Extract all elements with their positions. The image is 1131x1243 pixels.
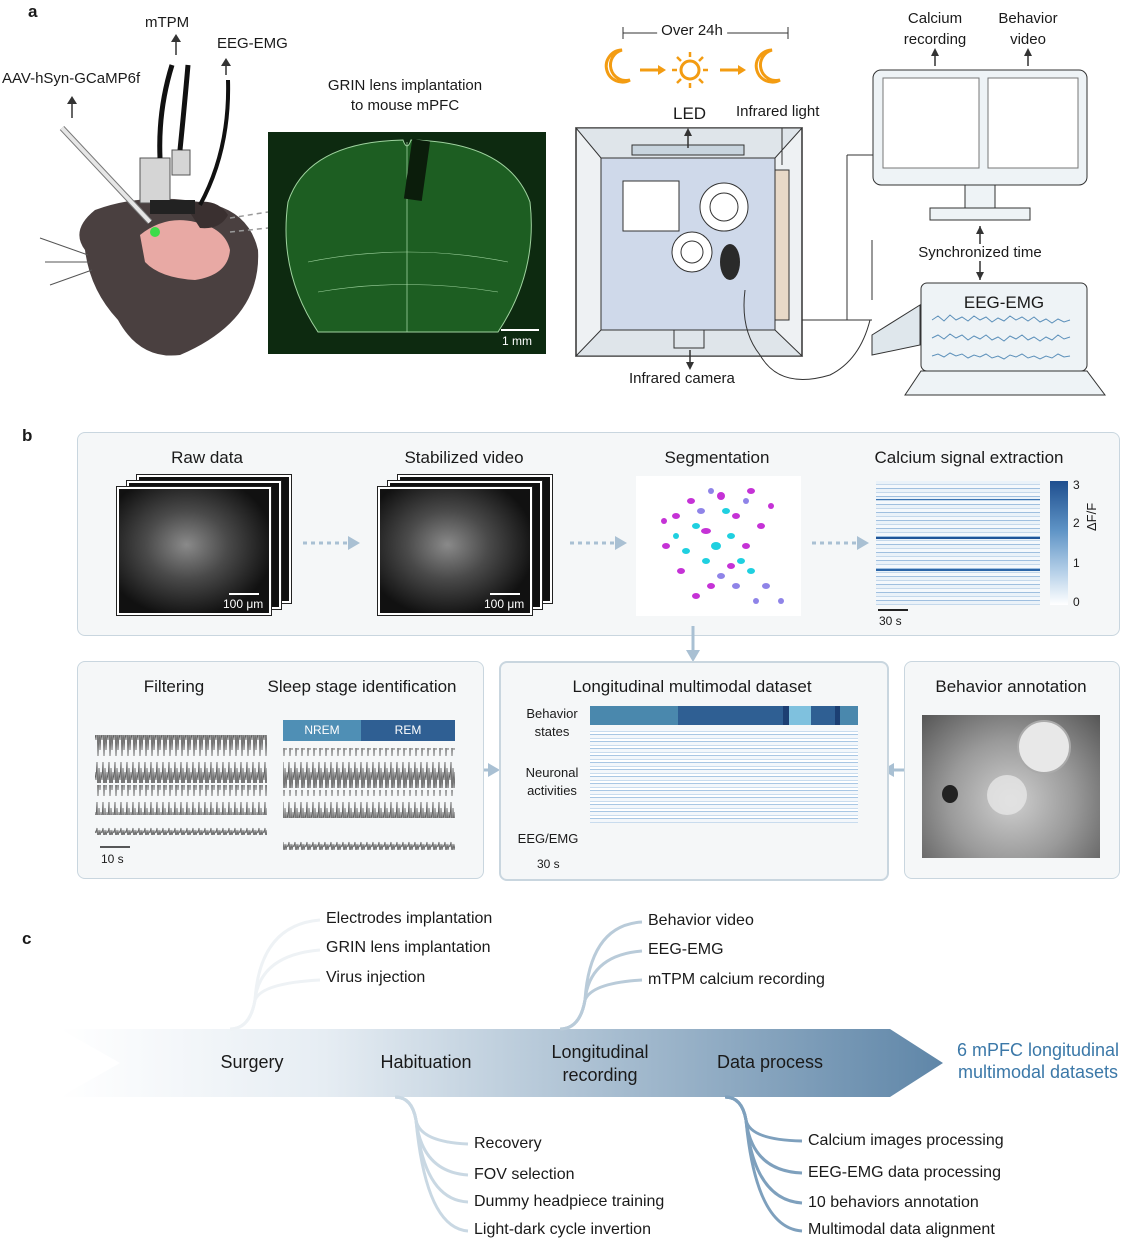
calcium-recording-line2: recording (903, 31, 967, 48)
stage-habituation: Habituation (380, 1052, 472, 1072)
heatmap-dark-line-2 (876, 569, 1040, 571)
dataset-scale-label: 30 s (537, 857, 560, 871)
neuronal-line1: Neuronal (525, 765, 579, 780)
recording-item-behavior-video: Behavior video (648, 912, 754, 929)
filtering-scale-label: 10 s (101, 852, 124, 866)
surgery-item-grin: GRIN lens implantation (326, 939, 491, 956)
behavior-states-bar (590, 706, 858, 725)
rem-bar: REM (361, 720, 455, 741)
neuronal-line2: activities (527, 783, 577, 798)
state-segment-3 (789, 706, 811, 725)
state-segment-4 (811, 706, 835, 725)
frame-dome (987, 775, 1027, 815)
extraction-title: Calcium signal extraction (874, 448, 1064, 467)
process-item-behaviors: 10 behaviors annotation (808, 1194, 979, 1211)
habituation-item-light-dark: Light-dark cycle invertion (474, 1221, 651, 1238)
habituation-item-fov: FOV selection (474, 1166, 575, 1183)
segmentation-blobs (661, 488, 784, 604)
behavior-states-line1: Behavior (526, 706, 578, 721)
result-line1: 6 mPFC longitudinal (956, 1040, 1120, 1060)
state-segment-1 (678, 706, 783, 725)
over-24h-label: Over 24h (657, 22, 727, 39)
behavior-states-line2: states (534, 724, 570, 739)
neuronal-heatmap (590, 728, 858, 823)
nrem-bar: NREM (283, 720, 361, 741)
state-segment-5 (835, 706, 840, 725)
stab-scale-bar (490, 593, 520, 595)
recording-item-mtpm: mTPM calcium recording (648, 971, 825, 988)
infrared-light-label: Infrared light (736, 103, 820, 120)
calcium-recording-line1: Calcium (907, 10, 963, 27)
colorbar-tick-2: 2 (1073, 516, 1080, 530)
stab-frame-front: 100 μm (378, 487, 532, 615)
heatmap-dark-line-3 (876, 499, 1040, 500)
synchronized-time-label: Synchronized time (915, 244, 1045, 261)
brain-slice-drawing (285, 139, 532, 333)
recording-item-eeg-emg: EEG-EMG (648, 941, 724, 958)
raw-frame-front: 100 μm (117, 487, 271, 615)
extraction-scale-bar (878, 609, 908, 611)
stage-longitudinal-line2: recording (562, 1065, 638, 1085)
grin-title-line1: GRIN lens implantation (327, 77, 483, 94)
habituation-item-dummy: Dummy headpiece training (474, 1193, 665, 1210)
panel-c-letter: c (22, 929, 32, 948)
panel-a-letter: a (28, 2, 38, 21)
colorbar-tick-1: 1 (1073, 556, 1080, 570)
state-segment-2 (783, 706, 789, 725)
stage-data-process: Data process (716, 1052, 824, 1072)
frame-mouse (942, 785, 958, 803)
raw-scale-label: 100 μm (223, 597, 264, 611)
stage-surgery: Surgery (220, 1052, 284, 1072)
heatmap-dark-line-1 (876, 537, 1040, 539)
scale-bar-1mm-label: 1 mm (502, 334, 532, 348)
sleep-stage-title: Sleep stage identification (267, 677, 457, 696)
behavior-video-line1: Behavior (998, 10, 1058, 27)
process-item-eeg-emg: EEG-EMG data processing (808, 1164, 1001, 1181)
stab-scale-label: 100 μm (484, 597, 525, 611)
mtpm-label: mTPM (145, 14, 190, 31)
behavior-annotation-title: Behavior annotation (935, 677, 1087, 696)
result-line2: multimodal datasets (957, 1062, 1119, 1082)
infrared-camera-label: Infrared camera (629, 370, 735, 387)
stage-longitudinal-line1: Longitudinal (551, 1042, 649, 1062)
raw-scale-bar (229, 593, 259, 595)
behavior-video-frame (922, 715, 1100, 858)
colorbar (1050, 481, 1068, 605)
process-item-alignment: Multimodal data alignment (808, 1221, 995, 1238)
colorbar-tick-3: 3 (1073, 478, 1080, 492)
surgery-item-electrodes: Electrodes implantation (326, 910, 493, 927)
eeg-emg-label: EEG-EMG (217, 35, 288, 52)
raw-data-title: Raw data (171, 448, 243, 467)
process-item-calcium: Calcium images processing (808, 1132, 1004, 1149)
panel-b-letter: b (22, 426, 33, 445)
habituation-item-recovery: Recovery (474, 1135, 542, 1152)
behavior-video-line2: video (1010, 31, 1046, 48)
led-label: LED (673, 104, 707, 123)
aav-label: AAV-hSyn-GCaMP6f (2, 70, 141, 87)
colorbar-tick-0: 0 (1073, 595, 1080, 609)
calcium-heatmap (876, 481, 1040, 605)
segmentation-title: Segmentation (664, 448, 770, 467)
segmentation-image (636, 476, 801, 616)
grin-title-line2: to mouse mPFC (350, 97, 460, 114)
surgery-item-virus: Virus injection (326, 969, 426, 986)
eeg-emg-screen-label: EEG-EMG (963, 293, 1045, 312)
frame-dish (1017, 720, 1071, 774)
stabilized-title: Stabilized video (404, 448, 524, 467)
brain-slice-image: 1 mm (268, 132, 546, 354)
scale-bar-1mm (501, 329, 539, 331)
dataset-title: Longitudinal multimodal dataset (572, 677, 812, 696)
filtering-title: Filtering (143, 677, 205, 696)
eeg-emg-row-label: EEG/EMG (517, 831, 579, 846)
extraction-scale-label: 30 s (879, 614, 902, 628)
